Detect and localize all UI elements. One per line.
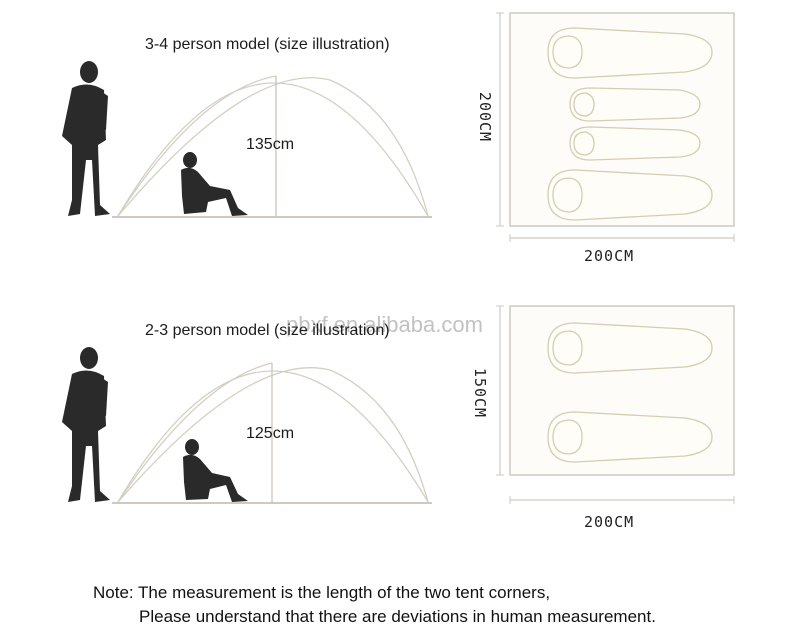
note-line-1: Note: The measurement is the length of t…	[93, 583, 551, 602]
floor-width-label: 150CM	[471, 367, 489, 419]
sleeping-bag	[547, 27, 713, 79]
sleeping-bag	[569, 87, 701, 122]
sleeping-bags-2	[547, 322, 713, 463]
sleeping-bags-1	[547, 27, 713, 221]
tent-height-label: 135cm	[246, 136, 295, 153]
sleeping-bag	[547, 169, 713, 221]
watermark: pbxf.en.alibaba.com	[286, 312, 483, 337]
tent-height-label: 125cm	[246, 425, 295, 442]
model-caption: 3-4 person model (size illustration)	[145, 36, 390, 53]
sleeping-bag	[547, 411, 713, 463]
tent-outline-2	[112, 362, 432, 504]
sitting-person-1	[181, 152, 248, 216]
sleeping-bag	[547, 322, 713, 374]
floor-width-label: 200CM	[476, 91, 494, 143]
floor-length-label: 200CM	[584, 247, 635, 265]
tent-outline-1	[112, 75, 432, 218]
standing-person-1	[62, 61, 110, 216]
sitting-person-2	[183, 439, 248, 502]
note-line-2: Please understand that there are deviati…	[139, 607, 656, 626]
standing-person-2	[62, 347, 110, 502]
model-caption: 2-3 person model (size illustration)	[145, 322, 390, 339]
floor-length-label: 200CM	[584, 513, 635, 531]
sleeping-bag	[569, 126, 701, 161]
